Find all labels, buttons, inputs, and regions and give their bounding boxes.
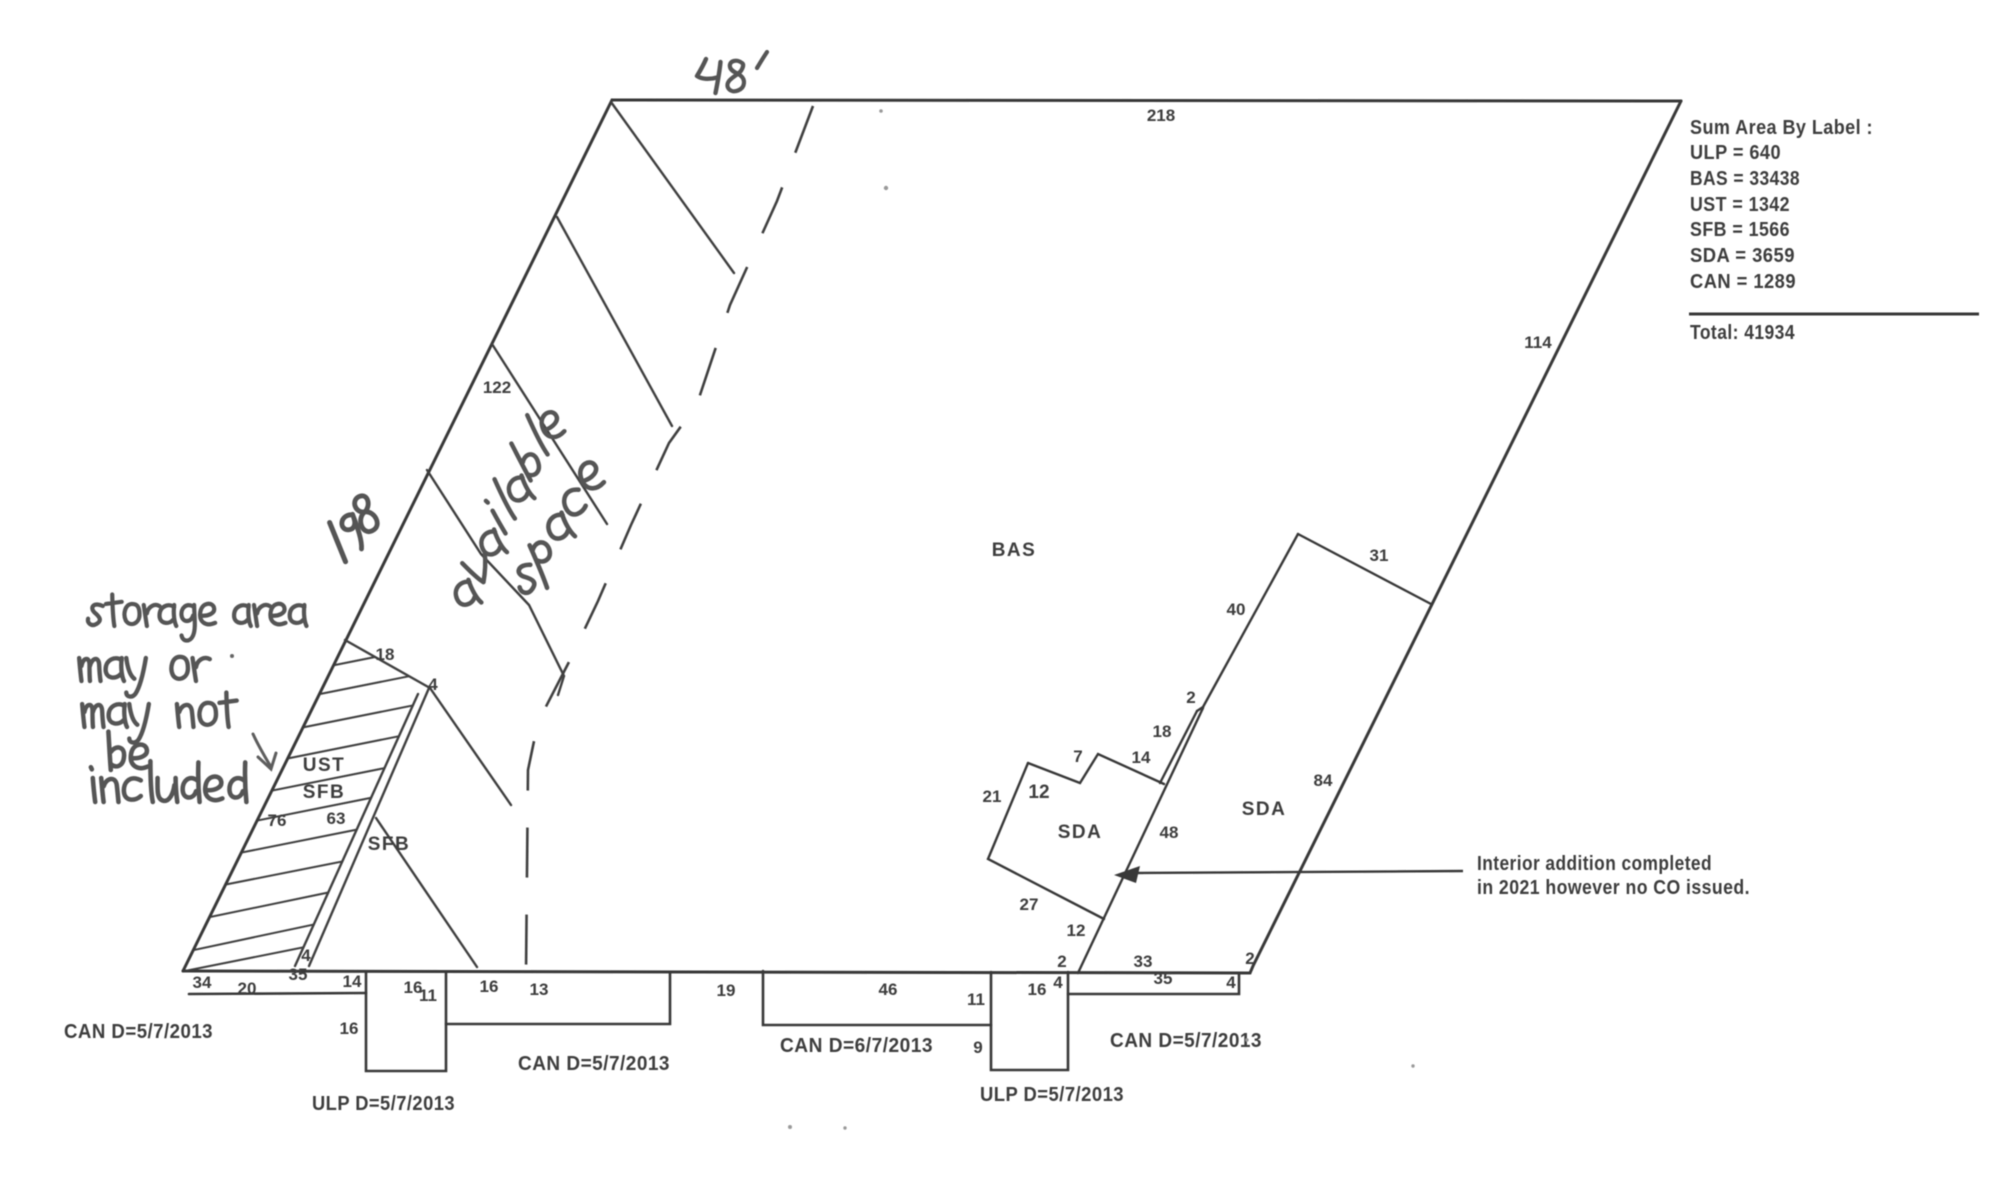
svg-text:2: 2 bbox=[1245, 949, 1254, 968]
svg-text:16: 16 bbox=[480, 977, 499, 996]
svg-text:21: 21 bbox=[983, 787, 1002, 806]
svg-text:Interior addition completed: Interior addition completed bbox=[1477, 853, 1712, 875]
svg-text:18: 18 bbox=[376, 645, 395, 664]
svg-text:18: 18 bbox=[1153, 722, 1172, 741]
svg-text:SFB = 1566: SFB = 1566 bbox=[1690, 219, 1790, 241]
svg-text:114: 114 bbox=[1524, 333, 1552, 352]
svg-text:20: 20 bbox=[238, 979, 257, 998]
svg-text:122: 122 bbox=[483, 378, 511, 397]
svg-text:11: 11 bbox=[967, 990, 985, 1009]
svg-text:9: 9 bbox=[973, 1038, 982, 1057]
svg-text:76: 76 bbox=[268, 811, 287, 830]
svg-text:35: 35 bbox=[289, 965, 308, 984]
svg-text:12: 12 bbox=[1028, 782, 1049, 803]
svg-text:ULP D=5/7/2013: ULP D=5/7/2013 bbox=[980, 1084, 1124, 1106]
svg-text:SFB: SFB bbox=[303, 782, 346, 803]
svg-text:SDA = 3659: SDA = 3659 bbox=[1690, 245, 1795, 267]
svg-text:ULP = 640: ULP = 640 bbox=[1690, 142, 1781, 164]
svg-text:33: 33 bbox=[1134, 952, 1153, 971]
svg-text:13: 13 bbox=[530, 980, 549, 999]
svg-text:14: 14 bbox=[1132, 748, 1151, 767]
svg-text:SDA: SDA bbox=[1242, 799, 1287, 820]
svg-text:12: 12 bbox=[1067, 921, 1086, 940]
svg-text:UST = 1342: UST = 1342 bbox=[1690, 194, 1790, 216]
svg-text:31: 31 bbox=[1370, 546, 1389, 565]
svg-text:11: 11 bbox=[419, 986, 437, 1005]
svg-text:UST: UST bbox=[303, 755, 346, 776]
svg-text:16: 16 bbox=[1028, 980, 1047, 999]
svg-text:CAN = 1289: CAN = 1289 bbox=[1690, 271, 1796, 293]
svg-text:34: 34 bbox=[193, 973, 212, 992]
svg-text:40: 40 bbox=[1227, 600, 1246, 619]
svg-text:16: 16 bbox=[404, 978, 423, 997]
svg-text:46: 46 bbox=[879, 980, 898, 999]
svg-text:27: 27 bbox=[1020, 895, 1039, 914]
svg-text:7: 7 bbox=[1073, 747, 1082, 766]
svg-text:SFB: SFB bbox=[368, 834, 411, 855]
svg-text:CAN D=5/7/2013: CAN D=5/7/2013 bbox=[64, 1021, 213, 1043]
svg-text:Sum Area By Label :: Sum Area By Label : bbox=[1690, 117, 1873, 139]
svg-text:in 2021 however no CO issued.: in 2021 however no CO issued. bbox=[1477, 877, 1750, 899]
svg-text:2: 2 bbox=[1057, 952, 1066, 971]
svg-text:63: 63 bbox=[327, 809, 346, 828]
svg-text:35: 35 bbox=[1154, 969, 1173, 988]
svg-text:ULP D=5/7/2013: ULP D=5/7/2013 bbox=[312, 1093, 455, 1115]
svg-text:218: 218 bbox=[1147, 106, 1175, 125]
svg-text:16: 16 bbox=[340, 1019, 359, 1038]
svg-text:4: 4 bbox=[1226, 973, 1236, 992]
svg-text:CAN D=6/7/2013: CAN D=6/7/2013 bbox=[780, 1035, 933, 1057]
svg-text:CAN D=5/7/2013: CAN D=5/7/2013 bbox=[1110, 1030, 1262, 1052]
svg-text:84: 84 bbox=[1314, 771, 1333, 790]
svg-text:BAS: BAS bbox=[992, 540, 1037, 561]
svg-text:48: 48 bbox=[1160, 823, 1179, 842]
svg-text:CAN D=5/7/2013: CAN D=5/7/2013 bbox=[518, 1053, 670, 1075]
svg-text:4: 4 bbox=[301, 946, 311, 965]
svg-text:4: 4 bbox=[428, 675, 438, 694]
svg-text:2: 2 bbox=[1186, 688, 1195, 707]
svg-text:14: 14 bbox=[343, 972, 362, 991]
svg-text:SDA: SDA bbox=[1058, 822, 1103, 843]
svg-text:4: 4 bbox=[1053, 973, 1063, 992]
svg-text:Total: 41934: Total: 41934 bbox=[1690, 322, 1795, 344]
svg-text:19: 19 bbox=[717, 981, 736, 1000]
svg-text:BAS = 33438: BAS = 33438 bbox=[1690, 168, 1800, 190]
